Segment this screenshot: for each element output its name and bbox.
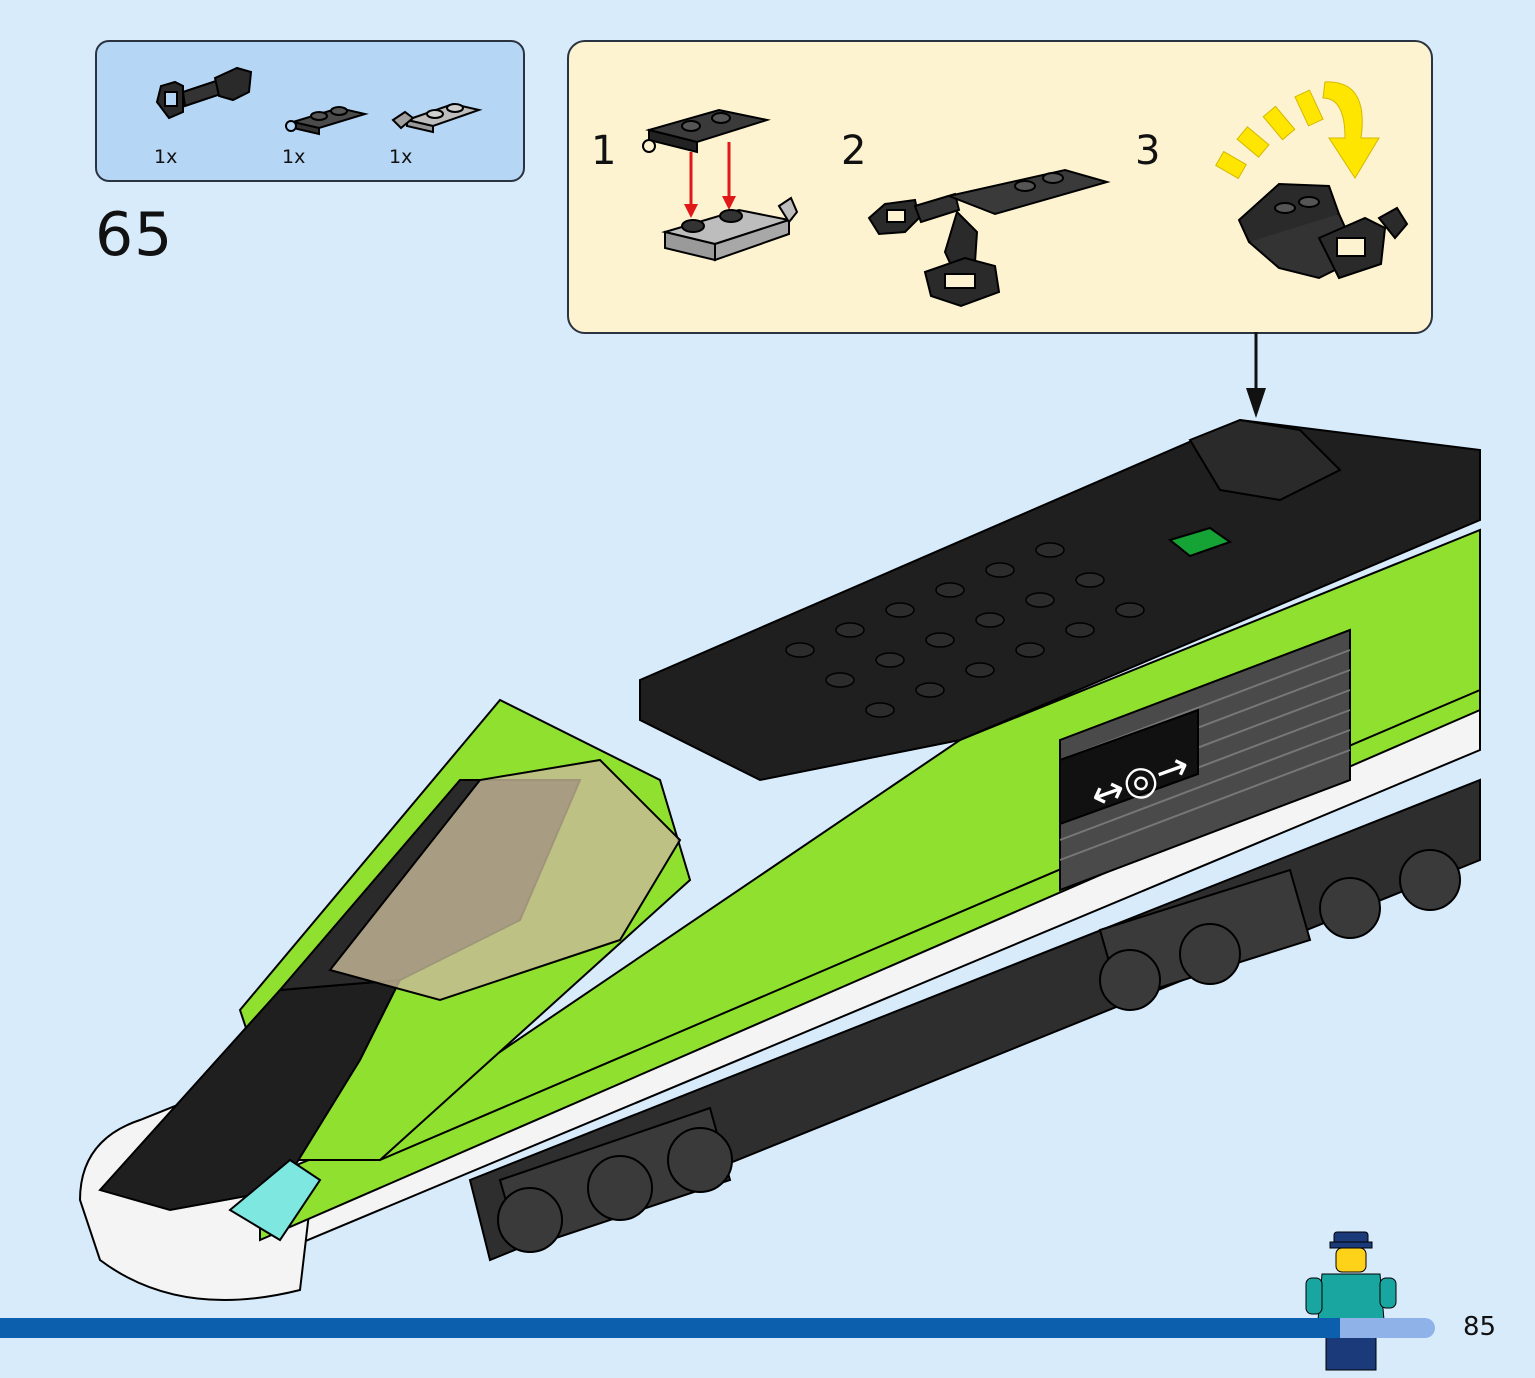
substep-3-illustration [1215, 81, 1409, 280]
pantograph-part [1188, 418, 1342, 502]
plate-with-clip-icon [285, 106, 369, 136]
plate-with-hinge-icon [391, 102, 483, 134]
step-number: 65 [95, 200, 174, 270]
substep-label-1: 1 [591, 128, 617, 174]
substep-label-2: 2 [841, 128, 867, 174]
conductor-minifigure-icon [1305, 1231, 1397, 1371]
footer-bar-end [1340, 1318, 1435, 1338]
bogie-rear [1098, 849, 1461, 1011]
hinge-coupler-icon [155, 66, 253, 120]
footer-bar [0, 1318, 1400, 1338]
train-model-illustration: ↔◎→ [78, 418, 1481, 1301]
substep-label-3: 3 [1135, 128, 1161, 174]
train-logo-plate [1059, 708, 1199, 826]
part-hinge-coupler: 1x [147, 42, 257, 168]
part-plate-with-hinge: 1x [387, 42, 497, 168]
part-plate-with-clip: 1x [279, 42, 389, 168]
part-qty: 1x [389, 146, 413, 168]
bogie-front [497, 1106, 733, 1253]
callout-arrow-icon [1246, 332, 1266, 418]
substep-box: 1 2 3 [567, 40, 1433, 334]
parts-list: 1x 1x 1x [95, 40, 525, 182]
page-number: 85 [1463, 1312, 1497, 1342]
part-qty: 1x [154, 146, 178, 168]
substep-2-illustration [867, 168, 1111, 308]
part-qty: 1x [282, 146, 306, 168]
substep-1-illustration [642, 108, 799, 262]
